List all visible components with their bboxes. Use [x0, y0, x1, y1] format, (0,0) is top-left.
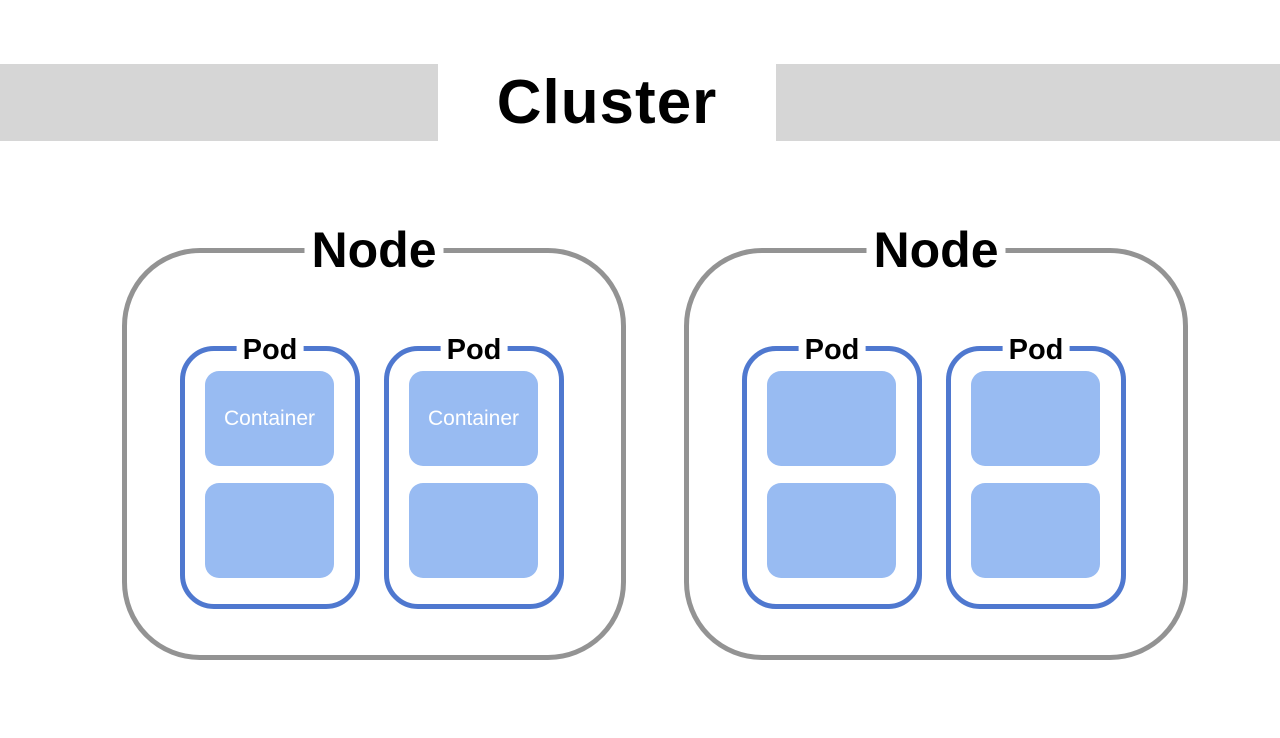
- container-box: [971, 371, 1100, 466]
- container-box: Container: [409, 371, 538, 466]
- cluster-banner-left: [0, 64, 438, 141]
- node-box: Node Pod Pod: [684, 223, 1188, 660]
- pod-box: Pod: [742, 334, 922, 609]
- pod-label: Pod: [440, 334, 508, 366]
- cluster-banner-right: [776, 64, 1280, 141]
- node-label: Node: [304, 223, 444, 277]
- container-box: [971, 483, 1100, 578]
- pod-box: Pod Container: [180, 334, 360, 609]
- pod-label: Pod: [798, 334, 866, 366]
- pod-box: Pod: [946, 334, 1126, 609]
- cluster-title: Cluster: [496, 68, 718, 137]
- container-box: [409, 483, 538, 578]
- pod-label: Pod: [236, 334, 304, 366]
- node-label: Node: [866, 223, 1006, 277]
- container-box: [205, 483, 334, 578]
- container-box: [767, 371, 896, 466]
- node-box: Node Pod Container Pod Container: [122, 223, 626, 660]
- pod-label: Pod: [1002, 334, 1070, 366]
- pod-box: Pod Container: [384, 334, 564, 609]
- container-box: [767, 483, 896, 578]
- container-box: Container: [205, 371, 334, 466]
